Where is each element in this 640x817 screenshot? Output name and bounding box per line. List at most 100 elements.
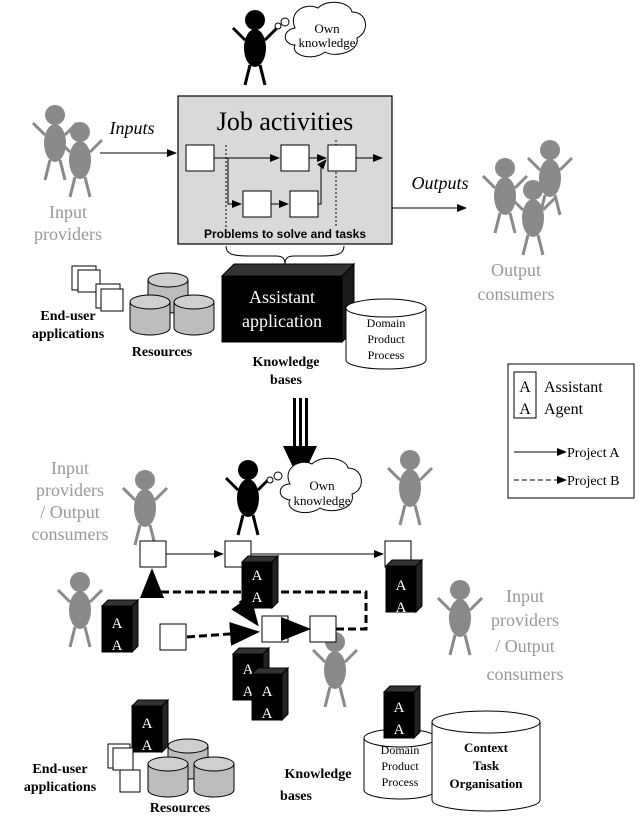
task-box [261,615,289,643]
legend-agent-swatch [513,371,537,419]
output-consumers-label-2: consumers [478,284,555,304]
thought-bubble-dot [273,471,283,481]
domain-kb-bottom-1: Domain [381,743,420,757]
resource-disk [173,294,215,336]
job-activities-title: Job activities [217,107,353,136]
own-knowledge-label-2: knowledge [298,35,355,50]
end-user-apps-label-2: applications [32,327,105,342]
agent-letter: A [396,600,407,616]
task-box [242,190,272,218]
flow-arrow [227,158,242,208]
resources-label-bottom: Resources [150,801,211,816]
end-user-apps-label-1: End-user [40,309,95,324]
legend-project-a-label: Project A [567,446,620,461]
context-kb-cylinder [431,710,541,812]
end-user-app-icon [119,769,141,793]
agent-letter: A [394,722,405,738]
agent-letter: A [112,616,123,632]
brace [225,245,345,265]
bottom-person [121,468,169,547]
agent-letter: A [243,684,254,700]
input-provider-person [56,120,104,199]
legend-project-b-label: Project B [567,474,620,489]
bottom-person [386,448,434,527]
flow-arrow [317,159,327,205]
input-providers-label-2: providers [34,224,102,244]
bottom-right-providers-1: Input [506,586,544,606]
agent-letter: A [243,662,254,678]
bottom-left-providers-4: consumers [32,524,109,544]
own-knowledge-cloud-bottom [279,457,362,513]
assistant-app-cube [221,275,343,343]
bottom-left-providers-1: Input [51,458,89,478]
agent-letter: A [252,568,263,584]
agent-letter: A [394,700,405,716]
domain-kb-bottom-3: Process [382,775,419,789]
own-knowledge-label-1: Own [314,21,340,36]
knowledge-bases-bottom-2: bases [280,789,312,804]
thinker-figure-bottom [224,458,272,537]
thought-bubble-dot [274,22,282,30]
knowledge-bases-label-1: Knowledge [253,355,320,370]
legend-agent-label: Agent [544,401,584,418]
task-box [185,144,215,172]
bottom-person [436,578,484,657]
thinker-figure-top [231,8,279,87]
end-user-apps-bottom-2: applications [24,780,97,795]
context-kb-label-3: Organisation [450,776,524,791]
bottom-person [311,630,359,709]
output-consumers-label-1: Output [491,260,541,280]
assistant-app-cube-top [220,263,356,277]
input-providers-label-1: Input [49,202,87,222]
inputs-label: Inputs [109,118,155,138]
context-kb-label-2: Task [473,758,500,773]
bottom-right-providers-4: consumers [487,664,564,684]
problems-label: Problems to solve and tasks [204,227,366,241]
agent-letter: A [262,684,273,700]
resources-label-top: Resources [132,345,193,360]
legend-assistant-letter: A [519,379,531,396]
own-knowledge-cloud-top [284,1,366,58]
agent-letter: A [252,590,263,606]
assistant-app-label-2: application [242,311,322,331]
task-box [139,540,167,568]
project-b-arrow [186,621,260,646]
assistant-app-label-1: Assistant [249,287,315,307]
task-box [309,615,337,643]
agent-letter: A [262,706,273,722]
legend-agent-letter: A [519,401,531,418]
domain-kb-label-2: Product [367,332,405,346]
domain-kb-label-1: Domain [367,316,406,330]
context-kb-label-1: Context [464,740,509,755]
domain-kb-cylinder-top [345,298,427,370]
thought-bubble-dot [266,476,274,484]
end-user-app-icon [77,269,101,293]
bottom-person [56,570,104,649]
bottom-right-providers-2: providers [491,610,559,630]
outputs-label: Outputs [411,173,468,193]
knowledge-bases-label-2: bases [270,373,302,388]
resource-disk [147,756,189,798]
task-box [280,144,310,172]
legend-assistant-label: Assistant [544,379,603,396]
end-user-app-icon [100,288,124,312]
project-b-return-arrow [140,568,368,631]
thought-bubble-dot [280,17,290,27]
bottom-right-providers-3: / Output [495,636,555,656]
task-box [289,190,319,218]
own-knowledge-bottom-2: knowledge [293,493,350,508]
domain-kb-label-3: Process [368,348,405,362]
agent-letter: A [396,578,407,594]
agent-letter: A [142,738,153,754]
agent-letter: A [112,638,123,654]
knowledge-bases-bottom-1: Knowledge [285,767,352,782]
domain-kb-bottom-2: Product [381,759,419,773]
bottom-left-providers-2: providers [36,480,104,500]
bottom-left-providers-3: / Output [40,502,100,522]
output-consumer-person [481,156,529,235]
end-user-app-icon [112,747,134,771]
own-knowledge-bottom-1: Own [309,478,335,493]
agent-letter: A [142,716,153,732]
task-box [159,623,187,651]
